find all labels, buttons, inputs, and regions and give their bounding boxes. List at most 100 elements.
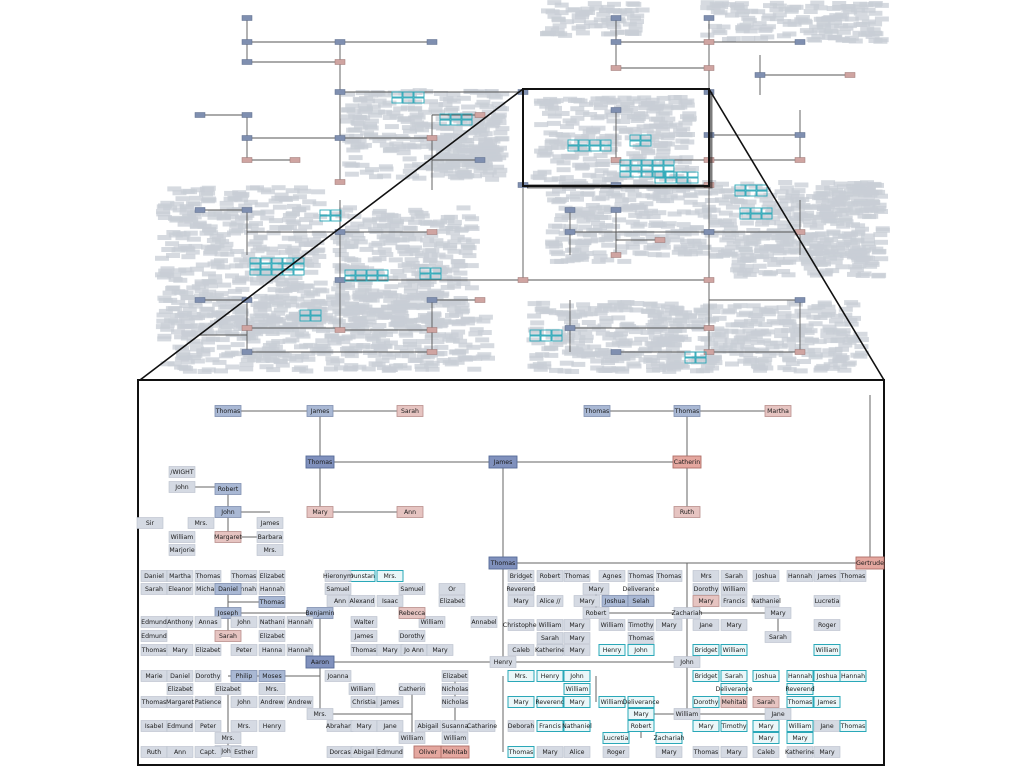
person-node[interactable]: Nathaniel: [751, 595, 781, 607]
person-node[interactable]: Susanna: [441, 720, 469, 732]
person-node[interactable]: Thomas: [507, 746, 535, 758]
person-node[interactable]: Dorothy: [398, 630, 426, 642]
person-node[interactable]: Mary: [655, 746, 683, 758]
person-node[interactable]: Elizabet: [258, 630, 286, 642]
person-node[interactable]: John: [563, 670, 591, 682]
person-node[interactable]: Nathaniel: [562, 720, 592, 732]
person-node[interactable]: William: [720, 583, 748, 595]
person-node[interactable]: Jane: [692, 619, 720, 631]
person-node[interactable]: Sir: [136, 517, 164, 529]
person-node[interactable]: John: [673, 656, 701, 668]
person-node[interactable]: Thomas: [583, 405, 611, 417]
person-node[interactable]: William: [813, 644, 841, 656]
person-node[interactable]: Samuel: [398, 583, 426, 595]
person-node[interactable]: William: [168, 531, 196, 543]
person-node[interactable]: Thomas: [140, 696, 168, 708]
person-node[interactable]: Elizabet: [441, 670, 469, 682]
person-node[interactable]: Margaret: [214, 531, 243, 543]
person-node[interactable]: Mary: [563, 619, 591, 631]
person-node[interactable]: Mary: [573, 595, 601, 607]
person-node[interactable]: Ruth: [673, 506, 701, 518]
person-node[interactable]: Alice //: [536, 595, 564, 607]
person-node[interactable]: Jane: [813, 720, 841, 732]
person-node[interactable]: William: [673, 708, 701, 720]
person-node[interactable]: Reverend: [785, 683, 815, 695]
person-node[interactable]: Eleanor: [166, 583, 194, 595]
person-node[interactable]: Catherin: [672, 455, 702, 469]
person-node[interactable]: John: [627, 644, 655, 656]
person-node[interactable]: Jane: [376, 720, 404, 732]
person-node[interactable]: Marie: [140, 670, 168, 682]
person-node[interactable]: Mrs.: [256, 544, 284, 556]
person-node[interactable]: Ann: [166, 746, 194, 758]
person-node[interactable]: Margaret: [166, 696, 195, 708]
person-node[interactable]: James: [256, 517, 284, 529]
person-node[interactable]: Martha: [764, 405, 792, 417]
person-node[interactable]: Mrs.: [258, 683, 286, 695]
person-node[interactable]: William: [563, 683, 591, 695]
person-node[interactable]: Mary: [752, 720, 780, 732]
person-node[interactable]: Thomas: [839, 570, 867, 582]
person-node[interactable]: Mary: [536, 746, 564, 758]
person-node[interactable]: Mary: [786, 732, 814, 744]
person-node[interactable]: Joshua: [813, 670, 841, 682]
person-node[interactable]: Mrs.: [214, 732, 242, 744]
person-node[interactable]: Mary: [507, 595, 535, 607]
person-node[interactable]: Marjorie: [168, 544, 196, 556]
person-node[interactable]: Mary: [426, 644, 454, 656]
person-node[interactable]: Nicholas: [441, 696, 469, 708]
person-node[interactable]: Christopher: [503, 619, 540, 631]
person-node[interactable]: James: [813, 570, 841, 582]
person-node[interactable]: Hannah: [286, 644, 314, 656]
person-node[interactable]: Barbara: [256, 531, 284, 543]
person-node[interactable]: Roger: [813, 619, 841, 631]
person-node[interactable]: Mary: [507, 696, 535, 708]
person-node[interactable]: Thomas: [194, 570, 222, 582]
person-node[interactable]: Moses: [258, 670, 286, 682]
person-node[interactable]: Dorothy: [194, 670, 222, 682]
person-node[interactable]: Lucretia: [602, 732, 630, 744]
person-node[interactable]: Philip: [230, 670, 258, 682]
person-node[interactable]: Sarah: [764, 631, 792, 643]
person-node[interactable]: Edmund: [140, 630, 168, 642]
person-node[interactable]: Thomas: [692, 746, 720, 758]
person-node[interactable]: Oliver: [413, 745, 443, 759]
person-node[interactable]: William: [598, 696, 626, 708]
person-node[interactable]: Deliverance: [623, 583, 660, 595]
person-node[interactable]: Reverend: [535, 696, 565, 708]
person-node[interactable]: Mary: [692, 595, 720, 607]
person-node[interactable]: Thomas: [673, 405, 701, 417]
person-node[interactable]: Ruth: [140, 746, 168, 758]
person-node[interactable]: Gertrude: [855, 556, 885, 570]
person-node[interactable]: Joseph: [214, 607, 242, 619]
person-node[interactable]: Lucretia: [813, 595, 841, 607]
person-node[interactable]: Mary: [306, 506, 334, 518]
person-node[interactable]: Mrs.: [187, 517, 215, 529]
person-node[interactable]: Zachariah: [671, 607, 703, 619]
person-node[interactable]: Roger: [602, 746, 630, 758]
person-node[interactable]: Francis: [536, 720, 564, 732]
person-node[interactable]: Bridget: [507, 570, 535, 582]
person-node[interactable]: Elizabet: [166, 683, 194, 695]
person-node[interactable]: Mary: [655, 619, 683, 631]
person-node[interactable]: Sarah: [396, 405, 424, 417]
person-node[interactable]: Thomas: [305, 455, 335, 469]
person-node[interactable]: Isaac: [376, 595, 404, 607]
person-node[interactable]: Thomas: [350, 644, 378, 656]
person-node[interactable]: James: [350, 630, 378, 642]
person-node[interactable]: Esther: [230, 746, 258, 758]
person-node[interactable]: James: [306, 405, 334, 417]
person-node[interactable]: Walter: [350, 616, 378, 628]
person-node[interactable]: Benjamin: [305, 607, 335, 619]
person-node[interactable]: Elizabet: [258, 570, 286, 582]
person-node[interactable]: Thomas: [258, 596, 286, 608]
person-node[interactable]: Robert: [582, 607, 610, 619]
person-node[interactable]: Edmund: [376, 746, 404, 758]
person-node[interactable]: Zachariah: [653, 732, 685, 744]
person-node[interactable]: Edmund: [140, 616, 168, 628]
person-node[interactable]: Ann: [396, 506, 424, 518]
person-node[interactable]: Mary: [764, 607, 792, 619]
person-node[interactable]: Robert: [627, 720, 655, 732]
person-node[interactable]: Timothy: [720, 720, 748, 732]
person-node[interactable]: Sarah: [720, 670, 748, 682]
